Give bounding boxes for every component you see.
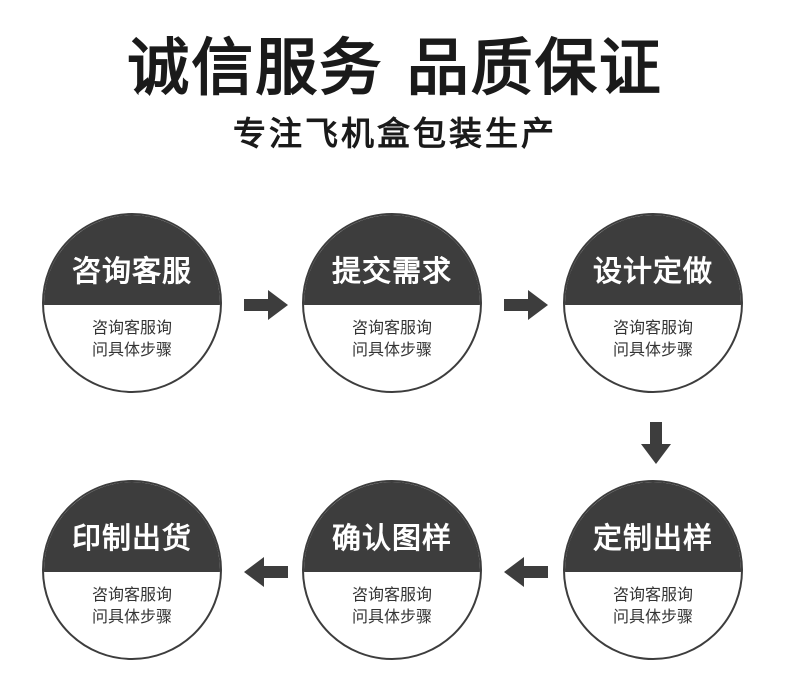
step-title: 设计定做 [565, 215, 741, 305]
step-description: 咨询客服询 问具体步骤 [44, 584, 220, 628]
step-design-customize: 设计定做 咨询客服询 问具体步骤 [563, 213, 743, 393]
step-print-ship: 印制出货 咨询客服询 问具体步骤 [42, 480, 222, 660]
step-description-line: 问具体步骤 [91, 340, 172, 359]
step-description-line: 问具体步骤 [91, 607, 172, 626]
step-description: 咨询客服询 问具体步骤 [44, 317, 220, 361]
step-description-line: 咨询客服询 [351, 585, 432, 604]
step-description-line: 咨询客服询 [91, 585, 172, 604]
page-title: 诚信服务 品质保证 [127, 31, 663, 104]
step-submit-requirements: 提交需求 咨询客服询 问具体步骤 [302, 213, 482, 393]
step-description-line: 咨询客服询 [612, 585, 693, 604]
step-title: 定制出样 [565, 482, 741, 572]
step-make-sample: 定制出样 咨询客服询 问具体步骤 [563, 480, 743, 660]
arrow-right-icon [504, 290, 548, 320]
step-description-line: 问具体步骤 [612, 340, 693, 359]
arrow-down-icon [641, 422, 671, 464]
step-confirm-proof: 确认图样 咨询客服询 问具体步骤 [302, 480, 482, 660]
step-title: 确认图样 [304, 482, 480, 572]
step-description: 咨询客服询 问具体步骤 [565, 317, 741, 361]
arrow-left-icon [244, 557, 288, 587]
step-title: 印制出货 [44, 482, 220, 572]
step-description-line: 问具体步骤 [351, 607, 432, 626]
step-consult-service: 咨询客服 咨询客服询 问具体步骤 [42, 213, 222, 393]
step-description-line: 咨询客服询 [612, 318, 693, 337]
step-title: 咨询客服 [44, 215, 220, 305]
step-description-line: 咨询客服询 [91, 318, 172, 337]
step-description-line: 问具体步骤 [351, 340, 432, 359]
step-description: 咨询客服询 问具体步骤 [565, 584, 741, 628]
step-description-line: 咨询客服询 [351, 318, 432, 337]
page-subtitle: 专注飞机盒包装生产 [233, 114, 557, 153]
arrow-left-icon [504, 557, 548, 587]
step-description-line: 问具体步骤 [612, 607, 693, 626]
arrow-right-icon [244, 290, 288, 320]
step-title: 提交需求 [304, 215, 480, 305]
step-description: 咨询客服询 问具体步骤 [304, 317, 480, 361]
step-description: 咨询客服询 问具体步骤 [304, 584, 480, 628]
